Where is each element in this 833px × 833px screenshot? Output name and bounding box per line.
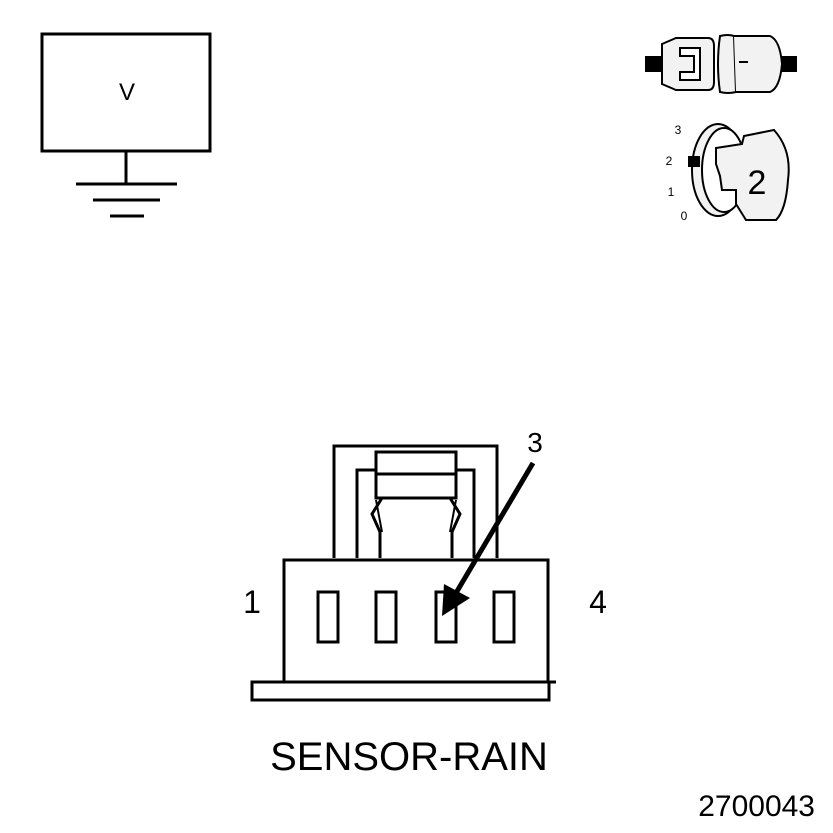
- pin-label-left: 1: [243, 584, 261, 620]
- connector-disconnected-icon: [645, 34, 797, 94]
- pin-label-right: 4: [589, 584, 607, 620]
- figure-id: 2700043: [698, 790, 815, 823]
- sensor-connector: [250, 444, 556, 702]
- connector-pin-2: [374, 590, 398, 644]
- ground-icon: [76, 151, 177, 218]
- key-icon: [715, 128, 790, 221]
- voltmeter-symbol: V: [40, 32, 212, 218]
- ignition-selected-position: 2: [748, 164, 767, 202]
- ignition-position-1: 1: [668, 185, 675, 199]
- voltmeter-label: V: [119, 79, 135, 106]
- connector-pin-1: [316, 590, 340, 644]
- connector-pin-4: [492, 590, 516, 644]
- ignition-position-0: 0: [681, 209, 688, 223]
- ignition-position-2: 2: [666, 154, 673, 168]
- position-marker: [688, 156, 700, 167]
- ignition-switch-icon: 3 2 1 0 2: [666, 123, 790, 223]
- pin-label-probed: 3: [527, 427, 543, 458]
- ignition-position-3: 3: [675, 123, 682, 137]
- probe-arrow: [442, 461, 536, 616]
- connector-name: SENSOR-RAIN: [270, 735, 548, 779]
